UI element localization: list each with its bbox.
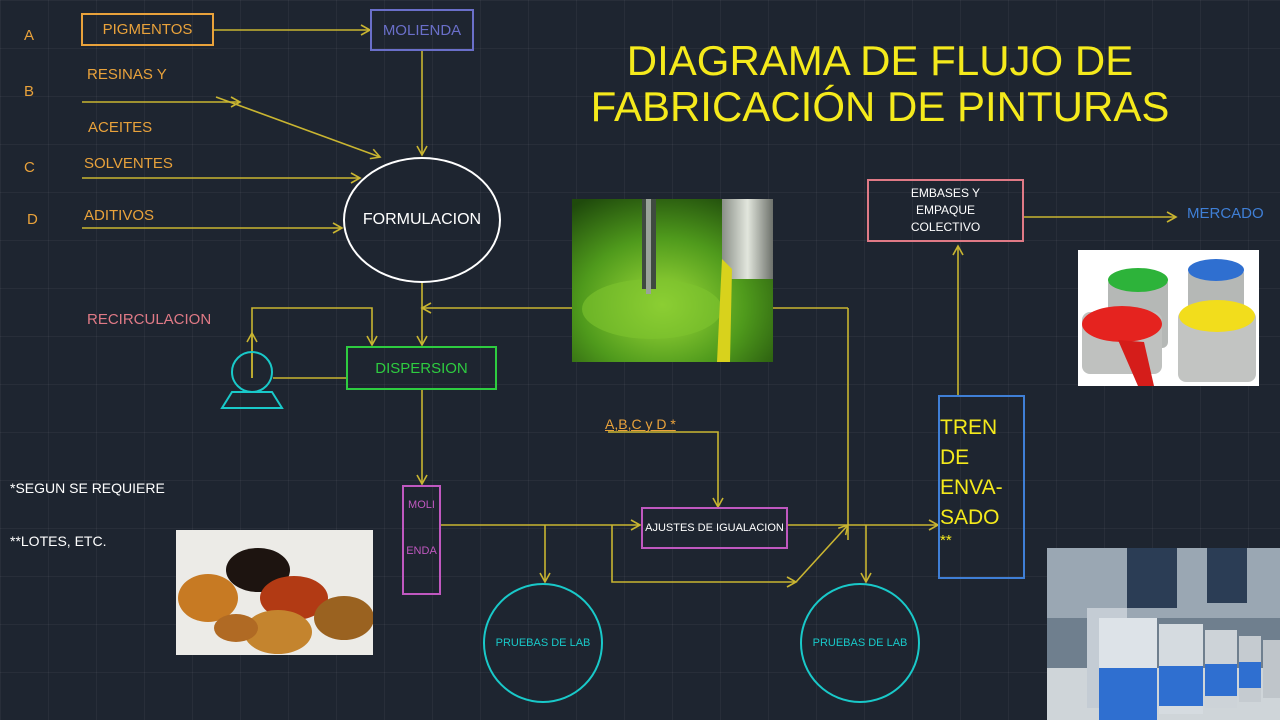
pruebas-lab-2: PRUEBAS DE LAB	[800, 583, 920, 703]
letter-a: A	[24, 27, 35, 44]
filling-line-photo	[1047, 548, 1280, 720]
paint-cans-photo	[1078, 250, 1259, 386]
aceites-label: ACEITES	[88, 119, 153, 136]
ajustes-box: AJUSTES DE IGUALACION	[641, 507, 788, 549]
letter-c: C	[24, 159, 35, 176]
pigment-powders-photo	[176, 530, 373, 655]
letter-b: B	[24, 83, 35, 100]
pigmentos-box: PIGMENTOS	[81, 13, 214, 46]
enda-text: ENDA	[406, 545, 437, 557]
formulacion-node: FORMULACION	[343, 157, 501, 283]
recirculacion-label: RECIRCULACION	[87, 311, 212, 328]
molienda-vertical-box: MOLI ENDA	[402, 485, 441, 595]
tren-line-1: TREN	[940, 416, 998, 439]
letter-d: D	[27, 211, 38, 228]
abcd-label: A,B,C y D *	[605, 416, 676, 432]
pump-icon	[220, 351, 284, 409]
paint-mixing-photo	[572, 199, 773, 362]
aditivos-label: ADITIVOS	[84, 207, 155, 224]
tren-line-2: DE	[940, 446, 970, 469]
embases-line-1: EMBASES Y	[910, 186, 981, 200]
title-line-1: DIAGRAMA DE FLUJO DE	[626, 37, 1134, 84]
tren-line-3: ENVA-	[940, 476, 1003, 499]
tren-line-4: SADO	[940, 506, 1000, 529]
molienda-box: MOLIENDA	[370, 9, 474, 51]
embases-line-2: EMPAQUE	[915, 203, 976, 217]
note-lotes: **LOTES, ETC.	[10, 533, 107, 549]
resinas-label: RESINAS Y	[87, 66, 167, 83]
title-line-2: FABRICACIÓN DE PINTURAS	[590, 83, 1170, 130]
note-segun: *SEGUN SE REQUIERE	[10, 480, 165, 496]
embases-box: EMBASES Y EMPAQUE COLECTIVO	[867, 179, 1024, 242]
page-title: DIAGRAMA DE FLUJO DE FABRICACIÓN DE PINT…	[540, 38, 1220, 130]
dispersion-box: DISPERSION	[346, 346, 497, 390]
pruebas-lab-1: PRUEBAS DE LAB	[483, 583, 603, 703]
tren-line-5: **	[940, 532, 952, 549]
tren-envasado-box: TREN DE ENVA- SADO **	[938, 395, 1025, 579]
moli-text: MOLI	[408, 499, 435, 511]
embases-line-3: COLECTIVO	[910, 220, 981, 234]
mercado-label: MERCADO	[1187, 205, 1264, 222]
solventes-label: SOLVENTES	[84, 155, 173, 172]
